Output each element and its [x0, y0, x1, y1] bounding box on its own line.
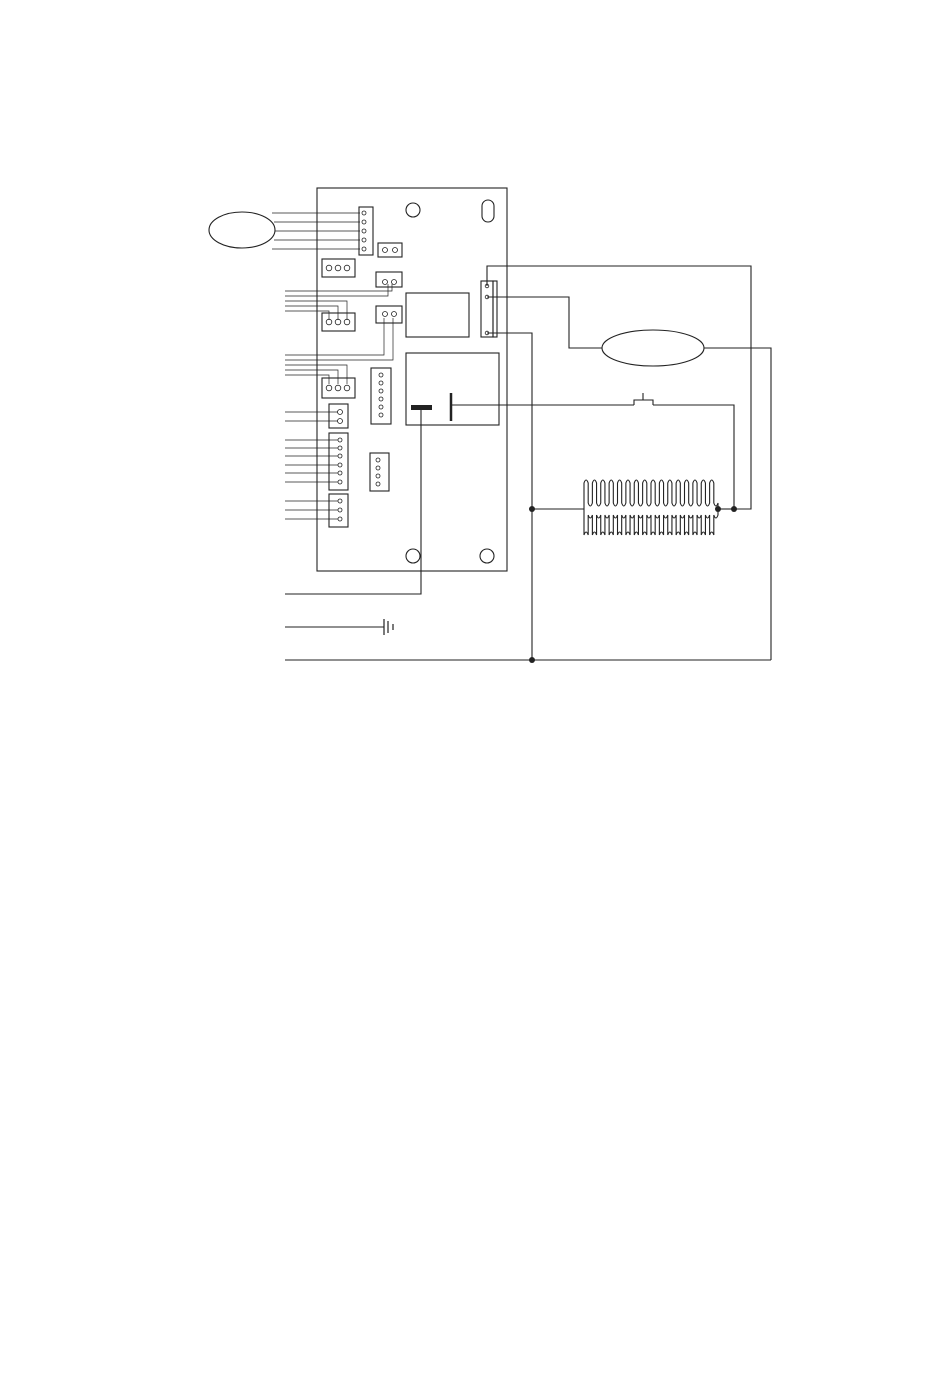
junction-dot — [529, 506, 535, 512]
terminal-wire-top — [487, 266, 751, 509]
connector-3pin-c — [322, 378, 355, 398]
junction-dot — [731, 506, 737, 512]
connector-3pin-b — [322, 313, 355, 331]
connector-2pin-b — [376, 272, 402, 287]
connector-2pin-d — [329, 404, 348, 428]
connector-6pin-vertical — [371, 368, 391, 424]
connector-3pin-a — [322, 259, 355, 277]
module-contact-bar — [411, 405, 432, 410]
heating-element — [532, 480, 734, 535]
sensor-oval — [209, 212, 275, 248]
connector-2pin-c — [376, 306, 402, 323]
junction-dot — [715, 506, 721, 512]
relay-block — [406, 293, 469, 337]
connector-6pin-left — [329, 433, 348, 490]
control-module — [406, 353, 499, 425]
connector-top-5pin — [359, 207, 373, 255]
junction-dot — [529, 657, 535, 663]
battery-symbol — [285, 619, 393, 635]
connector-3pin-bottom — [329, 494, 348, 527]
motor-oval — [602, 330, 704, 366]
connector-4pin — [370, 453, 389, 491]
connector-2pin-a — [378, 243, 402, 257]
